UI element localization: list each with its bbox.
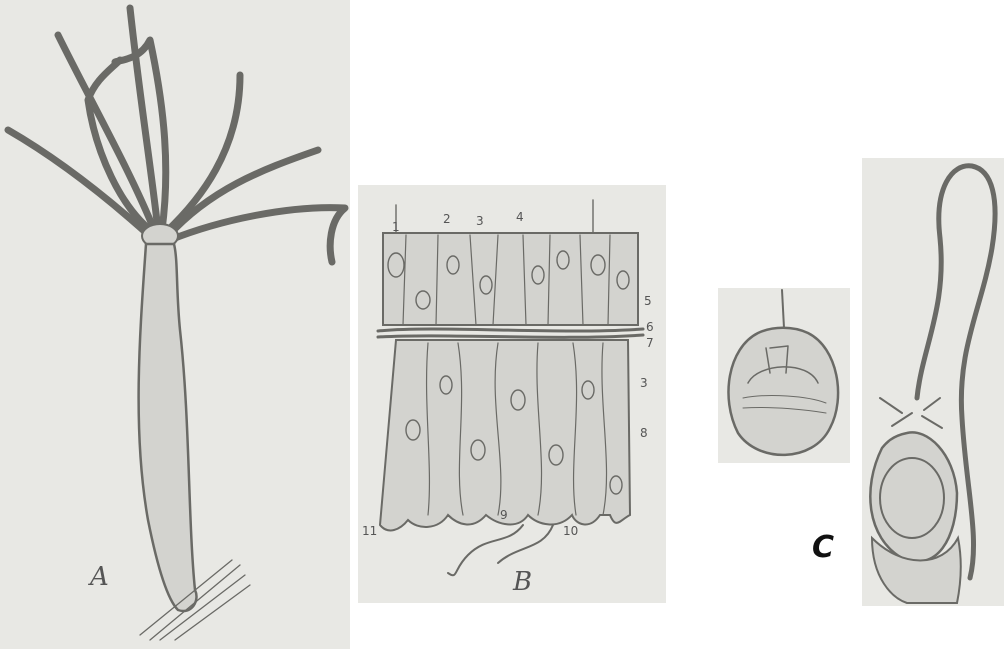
label-8: 8 [640, 426, 648, 440]
panel-c-label: C [812, 530, 834, 565]
label-3b: 3 [640, 376, 648, 390]
panel-a-label: A [88, 562, 109, 592]
panel-b-label: B [512, 567, 532, 597]
label-4: 4 [516, 210, 524, 224]
panel-c-nematocyst-capsule [718, 288, 850, 463]
label-11: 11 [362, 524, 377, 538]
label-6: 6 [646, 320, 654, 334]
label-7: 7 [646, 336, 654, 350]
label-3: 3 [476, 214, 484, 228]
label-9: 9 [500, 508, 508, 522]
label-10: 10 [563, 524, 578, 538]
panel-a-hydra-drawing: A [0, 0, 350, 649]
label-1: 1 [392, 220, 400, 234]
label-5: 5 [644, 294, 652, 308]
panel-b-cell-layers: 1 2 3 4 5 6 7 3 8 11 9 10 B [358, 185, 666, 603]
label-2: 2 [443, 212, 451, 226]
panel-c-discharged-nematocyst [862, 158, 1004, 606]
